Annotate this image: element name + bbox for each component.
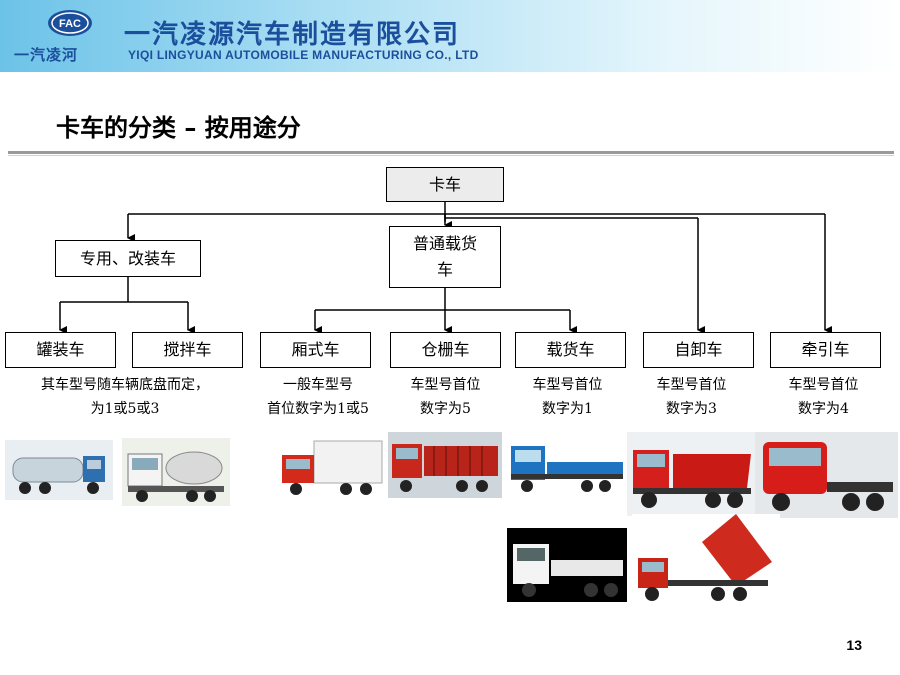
node-tractor: 牵引车 xyxy=(770,332,881,368)
node-truck: 卡车 xyxy=(386,167,504,202)
tanker-truck-photo xyxy=(5,440,113,500)
page-number: 13 xyxy=(846,637,862,653)
node-dump-truck: 自卸车 xyxy=(643,332,754,368)
cargo-truck-photo xyxy=(507,434,627,500)
slide-title: 卡车的分类 – 按用途分 xyxy=(56,114,301,142)
fac-logo-icon: FAC xyxy=(48,10,92,36)
node-cargo-truck: 载货车 xyxy=(515,332,626,368)
desc-dump-truck: 车型号首位数字为3 xyxy=(656,377,727,417)
company-name-cn: 一汽凌源汽车制造有限公司 xyxy=(124,20,461,50)
mixer-truck-photo xyxy=(122,438,230,506)
logo-text: 一汽凌河 xyxy=(14,46,79,64)
header-banner: FAC 一汽凌河 一汽凌源汽车制造有限公司 YIQI LINGYUAN AUTO… xyxy=(0,0,900,72)
desc-special: 其车型号随车辆底盘而定，为1或5或3 xyxy=(41,377,209,417)
tipping-dump-truck-photo xyxy=(632,514,780,606)
company-name-en: YIQI LINGYUAN AUTOMOBILE MANUFACTURING C… xyxy=(128,48,479,62)
node-tanker: 罐装车 xyxy=(5,332,116,368)
node-stake-truck: 仓栅车 xyxy=(390,332,501,368)
desc-tractor: 车型号首位数字为4 xyxy=(788,377,859,417)
logo-mark: FAC xyxy=(59,18,81,30)
box-truck-photo xyxy=(276,437,386,499)
node-box-truck: 厢式车 xyxy=(260,332,371,368)
white-cargo-truck-photo xyxy=(507,528,627,602)
desc-cargo-truck: 车型号首位数字为1 xyxy=(532,377,603,417)
tractor-truck-photo xyxy=(755,432,898,518)
node-general: 普通载货车 xyxy=(389,226,501,288)
dump-truck-photo xyxy=(627,432,755,516)
node-mixer: 搅拌车 xyxy=(132,332,243,368)
node-special: 专用、改装车 xyxy=(55,240,201,277)
desc-box-truck: 一般车型号首位数字为1或5 xyxy=(267,377,369,417)
desc-stake-truck: 车型号首位数字为5 xyxy=(410,377,481,417)
stake-truck-photo xyxy=(388,432,502,498)
title-divider xyxy=(8,151,894,154)
title-divider-light xyxy=(8,155,894,156)
